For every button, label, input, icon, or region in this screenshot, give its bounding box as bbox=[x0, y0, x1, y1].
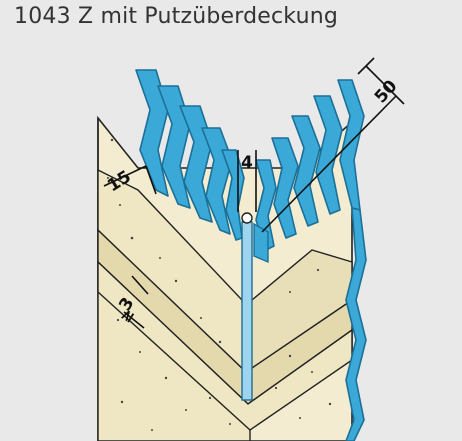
dimension-4 bbox=[237, 150, 257, 212]
dimension-3 bbox=[123, 275, 149, 329]
figure-title: 1043 Z mit Putzüberdeckung bbox=[14, 4, 339, 29]
profile-rod bbox=[241, 221, 253, 401]
dimension-15 bbox=[103, 165, 157, 195]
dimension-4-label: 4 bbox=[241, 153, 253, 173]
plaster-texture bbox=[107, 138, 339, 431]
dimension-50 bbox=[261, 57, 405, 233]
profile-nose bbox=[241, 212, 253, 224]
mesh-lug bbox=[253, 222, 269, 264]
dimension-50-label: 50 bbox=[371, 76, 402, 107]
mesh-right bbox=[255, 79, 367, 441]
